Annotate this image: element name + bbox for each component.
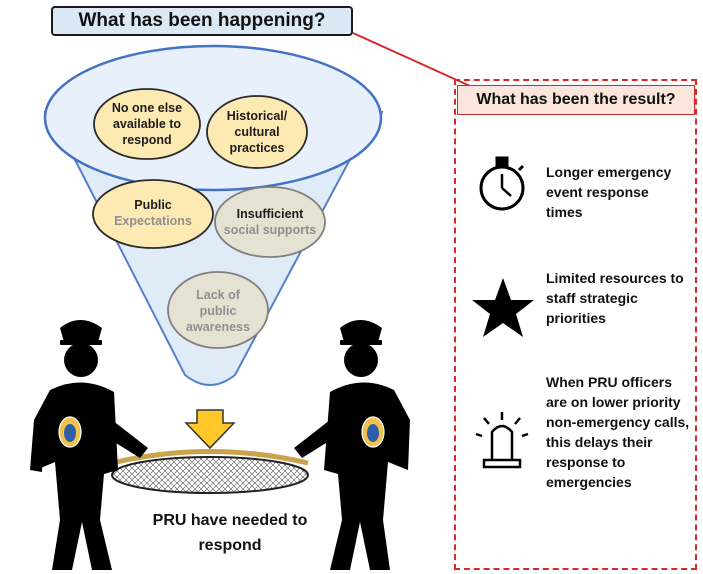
cause-label-2: Historical/ cultural practices — [226, 109, 288, 155]
page-title: What has been happening? — [51, 6, 353, 36]
stopwatch-icon — [479, 156, 525, 211]
result-panel-title: What has been the result? — [457, 85, 695, 115]
cause-label-5: Lack of public awareness — [186, 288, 250, 334]
cause-label-3: Public Expectations — [100, 190, 206, 236]
connector-line — [352, 32, 471, 87]
result-item-1: Longer emergency event response times — [546, 164, 672, 220]
cause-label-1: No one else available to respond — [111, 101, 183, 147]
cause-oval-2 — [206, 95, 308, 169]
cause-label-4: Insufficient social supports — [222, 190, 318, 254]
result-item-2: Limited resources to staff strategic pri… — [546, 270, 684, 326]
cause-oval-3 — [92, 179, 214, 249]
outcome-label: PRU have needed to respond — [152, 512, 308, 554]
siren-icon — [475, 412, 529, 469]
net-rim — [111, 449, 309, 466]
badge-left-icon — [58, 416, 82, 448]
cause-label-3-line2: Expectations — [114, 214, 192, 228]
cause-oval-4 — [214, 186, 326, 258]
cause-label-4-line2: social supports — [223, 223, 317, 237]
result-item-3: When PRU officers are on lower priority … — [546, 374, 690, 490]
cause-label-3-line1: Public — [134, 198, 172, 212]
result-panel — [454, 79, 697, 570]
officer-left — [30, 320, 148, 570]
down-arrow-icon — [184, 409, 236, 450]
cause-label-4-line1: Insufficient — [236, 207, 304, 221]
star-icon — [472, 278, 534, 337]
cause-oval-5 — [167, 271, 269, 349]
badge-right-icon — [361, 416, 385, 448]
safety-net — [111, 456, 309, 494]
cause-oval-1 — [93, 88, 201, 160]
officer-right — [294, 320, 410, 570]
